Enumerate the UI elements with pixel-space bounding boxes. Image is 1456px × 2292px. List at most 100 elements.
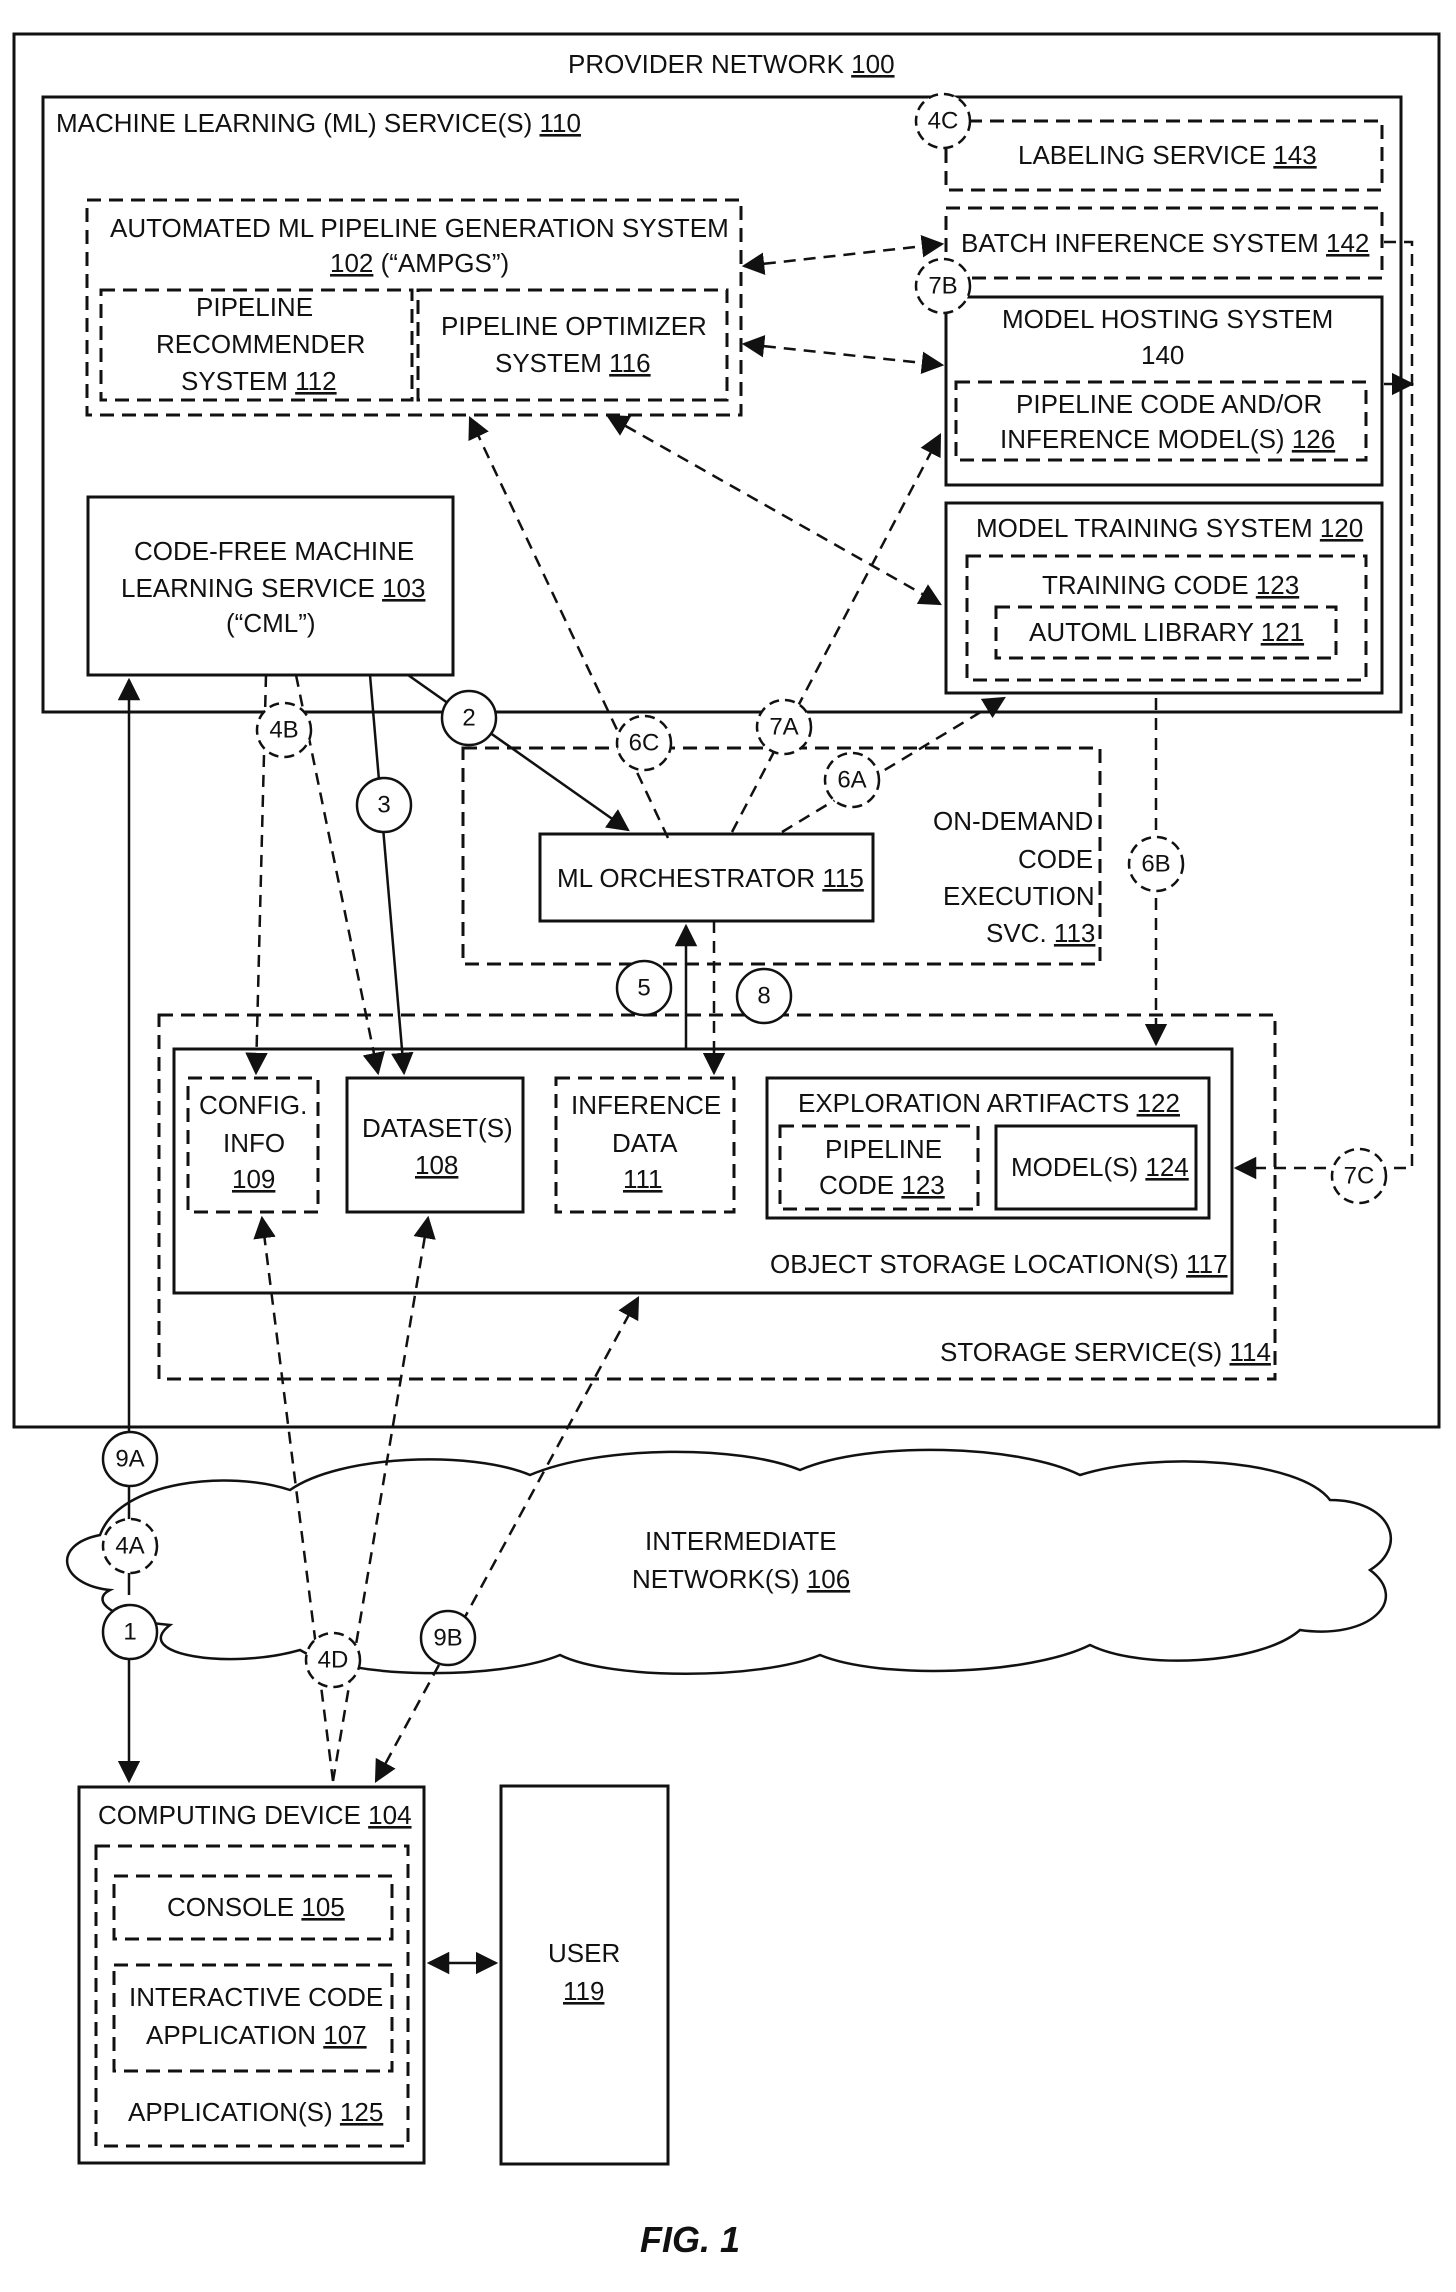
step-5: 5 bbox=[615, 959, 673, 1017]
arrow-6a-training bbox=[781, 696, 1006, 834]
step-9a: 9A bbox=[101, 1430, 159, 1488]
pipeline-code-inference-box: PIPELINE CODE AND/OR INFERENCE MODEL(S) … bbox=[954, 380, 1368, 462]
step-8: 8 bbox=[735, 967, 793, 1025]
svg-text:OBJECT STORAGE LOCATION(S) 117: OBJECT STORAGE LOCATION(S) 117 bbox=[770, 1249, 1228, 1279]
svg-text:MACHINE LEARNING (ML) SERVICE(: MACHINE LEARNING (ML) SERVICE(S) 110 bbox=[56, 108, 581, 138]
pipeline-recommender-box: PIPELINE RECOMMENDER SYSTEM 112 bbox=[99, 288, 414, 402]
svg-text:DATA: DATA bbox=[612, 1128, 678, 1158]
svg-text:AUTOML LIBRARY 121: AUTOML LIBRARY 121 bbox=[1029, 617, 1304, 647]
datasets-box: DATASET(S) 108 bbox=[345, 1076, 525, 1214]
svg-text:SVC. 113: SVC. 113 bbox=[986, 918, 1095, 948]
svg-text:8: 8 bbox=[757, 983, 770, 1010]
arrow-ampgs-training bbox=[606, 414, 942, 606]
svg-text:PIPELINE OPTIMIZER: PIPELINE OPTIMIZER bbox=[441, 311, 707, 341]
ml-orchestrator-box: ML ORCHESTRATOR 115 bbox=[538, 832, 875, 923]
computing-device-box: COMPUTING DEVICE 104 bbox=[77, 1785, 426, 2165]
svg-text:PIPELINE: PIPELINE bbox=[825, 1134, 942, 1164]
step-6a: 6A bbox=[823, 751, 881, 809]
svg-text:EXPLORATION ARTIFACTS 122: EXPLORATION ARTIFACTS 122 bbox=[798, 1088, 1180, 1118]
ampgs-box: AUTOMATED ML PIPELINE GENERATION SYSTEM … bbox=[85, 198, 743, 417]
svg-text:COMPUTING DEVICE 104: COMPUTING DEVICE 104 bbox=[98, 1800, 412, 1830]
svg-text:7B: 7B bbox=[928, 273, 957, 300]
svg-text:INFERENCE: INFERENCE bbox=[571, 1090, 721, 1120]
svg-text:STORAGE SERVICE(S) 114: STORAGE SERVICE(S) 114 bbox=[940, 1337, 1271, 1367]
svg-text:MODEL HOSTING SYSTEM: MODEL HOSTING SYSTEM bbox=[1002, 304, 1333, 334]
interactive-code-box: INTERACTIVE CODE APPLICATION 107 bbox=[112, 1963, 394, 2073]
arrow-3-datasets bbox=[368, 674, 414, 1076]
step-7b: 7B bbox=[914, 257, 972, 315]
pipeline-optimizer-box: PIPELINE OPTIMIZER SYSTEM 116 bbox=[416, 288, 729, 402]
arrow-6c-ampgs bbox=[468, 415, 670, 839]
arrow-2-orchestrator bbox=[407, 673, 630, 832]
step-6b: 6B bbox=[1127, 835, 1185, 893]
svg-text:102 (“AMPGS”): 102 (“AMPGS”) bbox=[330, 248, 509, 278]
svg-text:INTERMEDIATE: INTERMEDIATE bbox=[645, 1526, 837, 1556]
arrow-ampgs-hosting bbox=[741, 334, 945, 375]
step-9b: 9B bbox=[419, 1609, 477, 1667]
svg-text:108: 108 bbox=[415, 1150, 458, 1180]
svg-text:5: 5 bbox=[637, 975, 650, 1002]
svg-text:TRAINING CODE 123: TRAINING CODE 123 bbox=[1042, 570, 1299, 600]
svg-text:BATCH INFERENCE SYSTEM 142: BATCH INFERENCE SYSTEM 142 bbox=[961, 228, 1369, 258]
svg-text:SYSTEM 116: SYSTEM 116 bbox=[495, 348, 651, 378]
svg-text:2: 2 bbox=[462, 705, 475, 732]
provider-network-box: PROVIDER NETWORK 100 bbox=[12, 32, 1441, 1429]
step-4a: 4A bbox=[101, 1517, 159, 1575]
arrow-4d-datasets bbox=[331, 1215, 436, 1782]
arrow-4b-datasets bbox=[294, 674, 385, 1076]
svg-text:INTERACTIVE CODE: INTERACTIVE CODE bbox=[129, 1982, 383, 2012]
svg-text:111: 111 bbox=[623, 1164, 663, 1194]
step-1: 1 bbox=[101, 1603, 159, 1661]
svg-text:6C: 6C bbox=[629, 730, 660, 757]
svg-text:4B: 4B bbox=[269, 717, 298, 744]
svg-text:4C: 4C bbox=[928, 108, 959, 135]
svg-text:4D: 4D bbox=[318, 1647, 349, 1674]
svg-text:CONSOLE 105: CONSOLE 105 bbox=[167, 1892, 345, 1922]
svg-text:140: 140 bbox=[1141, 340, 1184, 370]
models-box: MODEL(S) 124 bbox=[994, 1124, 1198, 1211]
svg-text:SYSTEM 112: SYSTEM 112 bbox=[181, 366, 337, 396]
labeling-service-box: LABELING SERVICE 143 bbox=[944, 119, 1384, 192]
svg-text:RECOMMENDER: RECOMMENDER bbox=[156, 329, 365, 359]
svg-text:ON-DEMAND: ON-DEMAND bbox=[933, 806, 1093, 836]
svg-text:4A: 4A bbox=[115, 1533, 144, 1560]
svg-text:(“CML”): (“CML”) bbox=[226, 608, 316, 638]
cml-box: CODE-FREE MACHINE LEARNING SERVICE 103 (… bbox=[86, 495, 455, 677]
step-4c: 4C bbox=[914, 92, 972, 150]
storage-services-box: STORAGE SERVICE(S) 114 bbox=[157, 1013, 1277, 1381]
arrow-9b-storage bbox=[374, 1296, 640, 1783]
svg-text:109: 109 bbox=[232, 1164, 275, 1194]
step-6c: 6C bbox=[615, 714, 673, 772]
console-box: CONSOLE 105 bbox=[112, 1874, 394, 1941]
svg-text:CODE-FREE MACHINE: CODE-FREE MACHINE bbox=[134, 536, 414, 566]
step-3: 3 bbox=[355, 776, 413, 834]
svg-text:ML ORCHESTRATOR 115: ML ORCHESTRATOR 115 bbox=[557, 863, 864, 893]
svg-text:7C: 7C bbox=[1344, 1163, 1375, 1190]
step-4b: 4B bbox=[255, 701, 313, 759]
svg-text:PIPELINE: PIPELINE bbox=[196, 292, 313, 322]
user-box: USER 119 bbox=[499, 1784, 670, 2166]
svg-text:MODEL TRAINING SYSTEM 120: MODEL TRAINING SYSTEM 120 bbox=[976, 513, 1363, 543]
exploration-artifacts-box: EXPLORATION ARTIFACTS 122 bbox=[765, 1076, 1211, 1220]
svg-text:INFO: INFO bbox=[223, 1128, 285, 1158]
figure-label: FIG. 1 bbox=[640, 2219, 740, 2260]
intermediate-network-cloud: INTERMEDIATE NETWORK(S) 106 bbox=[66, 1448, 1392, 1675]
svg-text:LEARNING SERVICE 103: LEARNING SERVICE 103 bbox=[121, 573, 425, 603]
svg-text:3: 3 bbox=[377, 792, 390, 819]
svg-text:EXECUTION: EXECUTION bbox=[943, 881, 1095, 911]
step-4d: 4D bbox=[304, 1631, 362, 1689]
svg-text:USER: USER bbox=[548, 1938, 620, 1968]
svg-text:PROVIDER NETWORK 100: PROVIDER NETWORK 100 bbox=[568, 49, 895, 79]
svg-text:AUTOMATED ML PIPELINE GENERATI: AUTOMATED ML PIPELINE GENERATION SYSTEM bbox=[110, 213, 729, 243]
svg-text:APPLICATION(S) 125: APPLICATION(S) 125 bbox=[128, 2097, 383, 2127]
arrow-7c-models bbox=[1233, 240, 1414, 1180]
connectors bbox=[117, 235, 1415, 1975]
arrow-ampgs-batch bbox=[741, 235, 945, 275]
svg-text:CONFIG.: CONFIG. bbox=[199, 1090, 307, 1120]
svg-text:DATASET(S): DATASET(S) bbox=[362, 1113, 513, 1143]
svg-text:INFERENCE MODEL(S) 126: INFERENCE MODEL(S) 126 bbox=[1000, 424, 1335, 454]
svg-text:LABELING SERVICE 143: LABELING SERVICE 143 bbox=[1018, 140, 1317, 170]
model-hosting-box: MODEL HOSTING SYSTEM 140 bbox=[944, 295, 1384, 487]
svg-text:6A: 6A bbox=[837, 767, 866, 794]
svg-text:CODE 123: CODE 123 bbox=[819, 1170, 945, 1200]
